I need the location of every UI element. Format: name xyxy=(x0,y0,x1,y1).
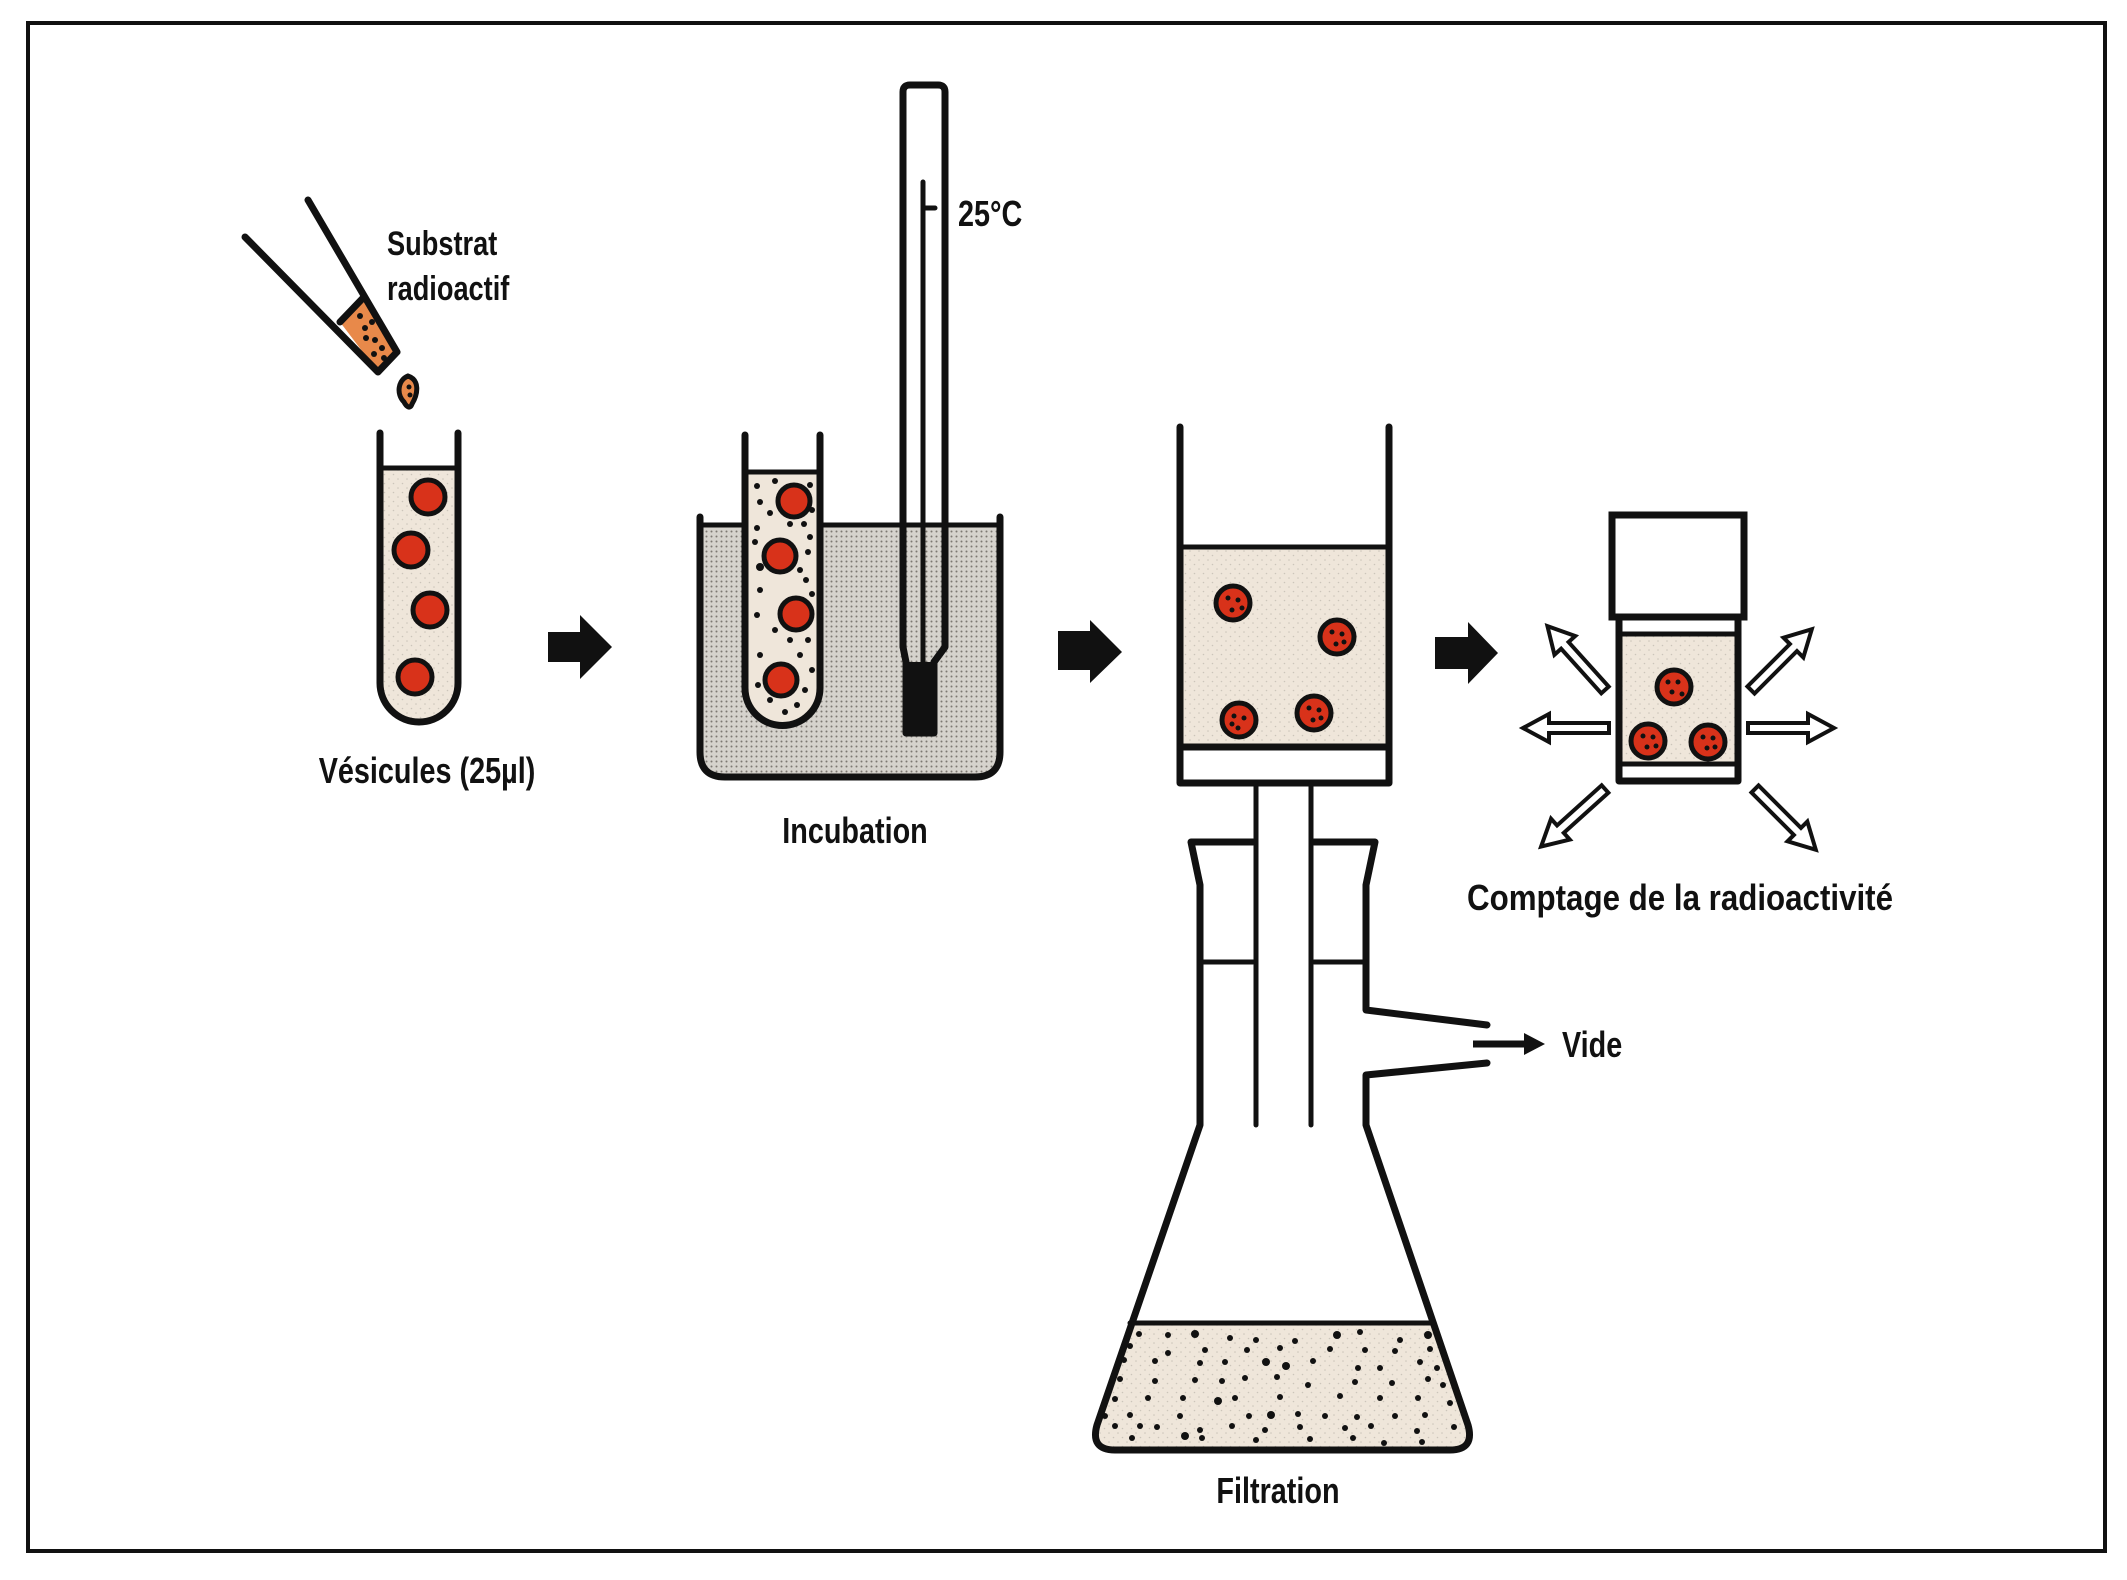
radiation-arrow-icon xyxy=(1518,710,1611,746)
vesicle xyxy=(762,661,800,699)
step-arrow-icon xyxy=(1058,620,1122,683)
vesicle xyxy=(391,530,431,570)
vesicle xyxy=(777,595,815,633)
vesicle xyxy=(395,657,435,697)
vacuum-label: Vide xyxy=(1562,1024,1622,1065)
incubation-tube xyxy=(741,431,824,729)
vacuum-flask xyxy=(1092,838,1491,1454)
radiation-arrow-icon xyxy=(1544,622,1612,697)
thermometer-label: 25°C xyxy=(958,193,1022,234)
vesicle xyxy=(1688,722,1728,762)
pipette-label-line2: radioactif xyxy=(387,269,510,308)
substrate-dots xyxy=(357,313,387,361)
vesicle xyxy=(410,590,450,630)
vesicles xyxy=(391,477,450,697)
step-label-counting: Comptage de la radioactivité xyxy=(1467,877,1893,918)
pipette-label-line1: Substrat xyxy=(387,224,497,263)
radiation-arrows xyxy=(1518,622,1839,853)
figure-frame xyxy=(26,21,2107,1553)
vesicle xyxy=(1654,667,1694,707)
radiation-arrow-icon xyxy=(1537,782,1612,850)
vesicle xyxy=(1294,693,1334,733)
pipette-substrate-fill xyxy=(340,298,397,372)
vesicle xyxy=(1628,721,1668,761)
radiation-arrow-icon xyxy=(1744,626,1815,697)
step-label-filtration: Filtration xyxy=(1216,1470,1339,1511)
step-label-incubation: Incubation xyxy=(782,810,928,851)
pipette xyxy=(241,196,401,376)
counting-vial xyxy=(1608,511,1748,785)
step-arrow-icon xyxy=(548,615,612,679)
thermometer xyxy=(899,81,949,737)
vesicle-tube xyxy=(376,429,462,726)
vacuum-arrow xyxy=(1473,1033,1545,1055)
step-arrow-icon xyxy=(1435,622,1498,684)
step-label-vesicles: Vésicules (25µl) xyxy=(319,750,536,791)
vesicle xyxy=(775,482,813,520)
vesicle xyxy=(761,537,799,575)
radiation-arrow-icon xyxy=(1746,710,1839,746)
substrate-drop xyxy=(396,373,420,410)
vesicle xyxy=(408,477,448,517)
vesicle xyxy=(1317,617,1357,657)
radiation-arrow-icon xyxy=(1748,782,1819,853)
vesicle xyxy=(1213,583,1253,623)
vesicle xyxy=(1219,700,1259,740)
vial-cap xyxy=(1608,511,1748,621)
filtrate-particles xyxy=(1102,1329,1457,1446)
filter-funnel xyxy=(1176,423,1393,1128)
